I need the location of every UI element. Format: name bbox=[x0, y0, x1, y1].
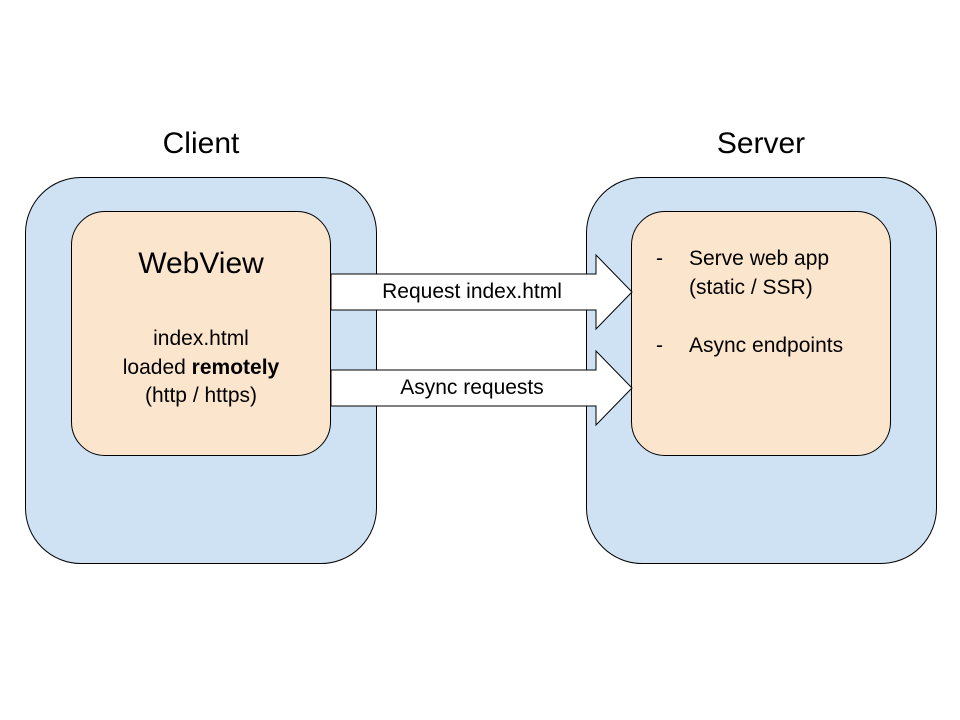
webview-box bbox=[71, 211, 331, 456]
bullet-dash: - bbox=[656, 247, 663, 270]
request-index-label: Request index.html bbox=[382, 280, 562, 303]
server-item-serve-web-app: - Serve web app (static / SSR) bbox=[656, 244, 886, 302]
async-requests-label: Async requests bbox=[400, 376, 544, 399]
webview-line-loaded: loaded remotely bbox=[71, 354, 331, 383]
server-item-async-endpoints: - Async endpoints bbox=[656, 331, 886, 360]
webview-line-protocol: (http / https) bbox=[144, 384, 258, 407]
webview-description: index.html loaded remotely (http / https… bbox=[71, 325, 331, 411]
webview-line-index: index.html bbox=[153, 327, 249, 350]
client-title: Client bbox=[162, 127, 240, 160]
request-arrow bbox=[330, 253, 633, 331]
bullet-dash: - bbox=[656, 334, 663, 357]
server-item-text: Async endpoints bbox=[689, 334, 844, 357]
server-item-text: Serve web app (static / SSR) bbox=[689, 247, 830, 299]
async-requests-arrow bbox=[330, 349, 633, 427]
webview-title: WebView bbox=[138, 247, 264, 280]
remotely-text: remotely bbox=[191, 355, 280, 379]
loaded-text: loaded bbox=[122, 355, 192, 379]
server-responsibilities: - Serve web app (static / SSR) - Async e… bbox=[656, 244, 886, 389]
server-box bbox=[631, 211, 891, 456]
server-title: Server bbox=[716, 127, 806, 160]
